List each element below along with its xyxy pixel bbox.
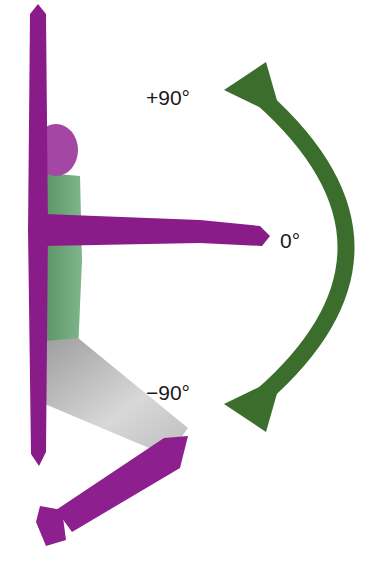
angle-label: 0° [280,229,300,252]
shin [56,436,188,532]
arm-forward [44,214,270,246]
arrow-head [224,376,282,432]
arrow-head [224,62,282,118]
arm-down [28,228,48,466]
angle-label: +90° [146,86,190,109]
rotation-arc [262,98,346,396]
foot [36,506,66,546]
arm-up [28,4,48,232]
angle-label: −90° [146,381,190,404]
